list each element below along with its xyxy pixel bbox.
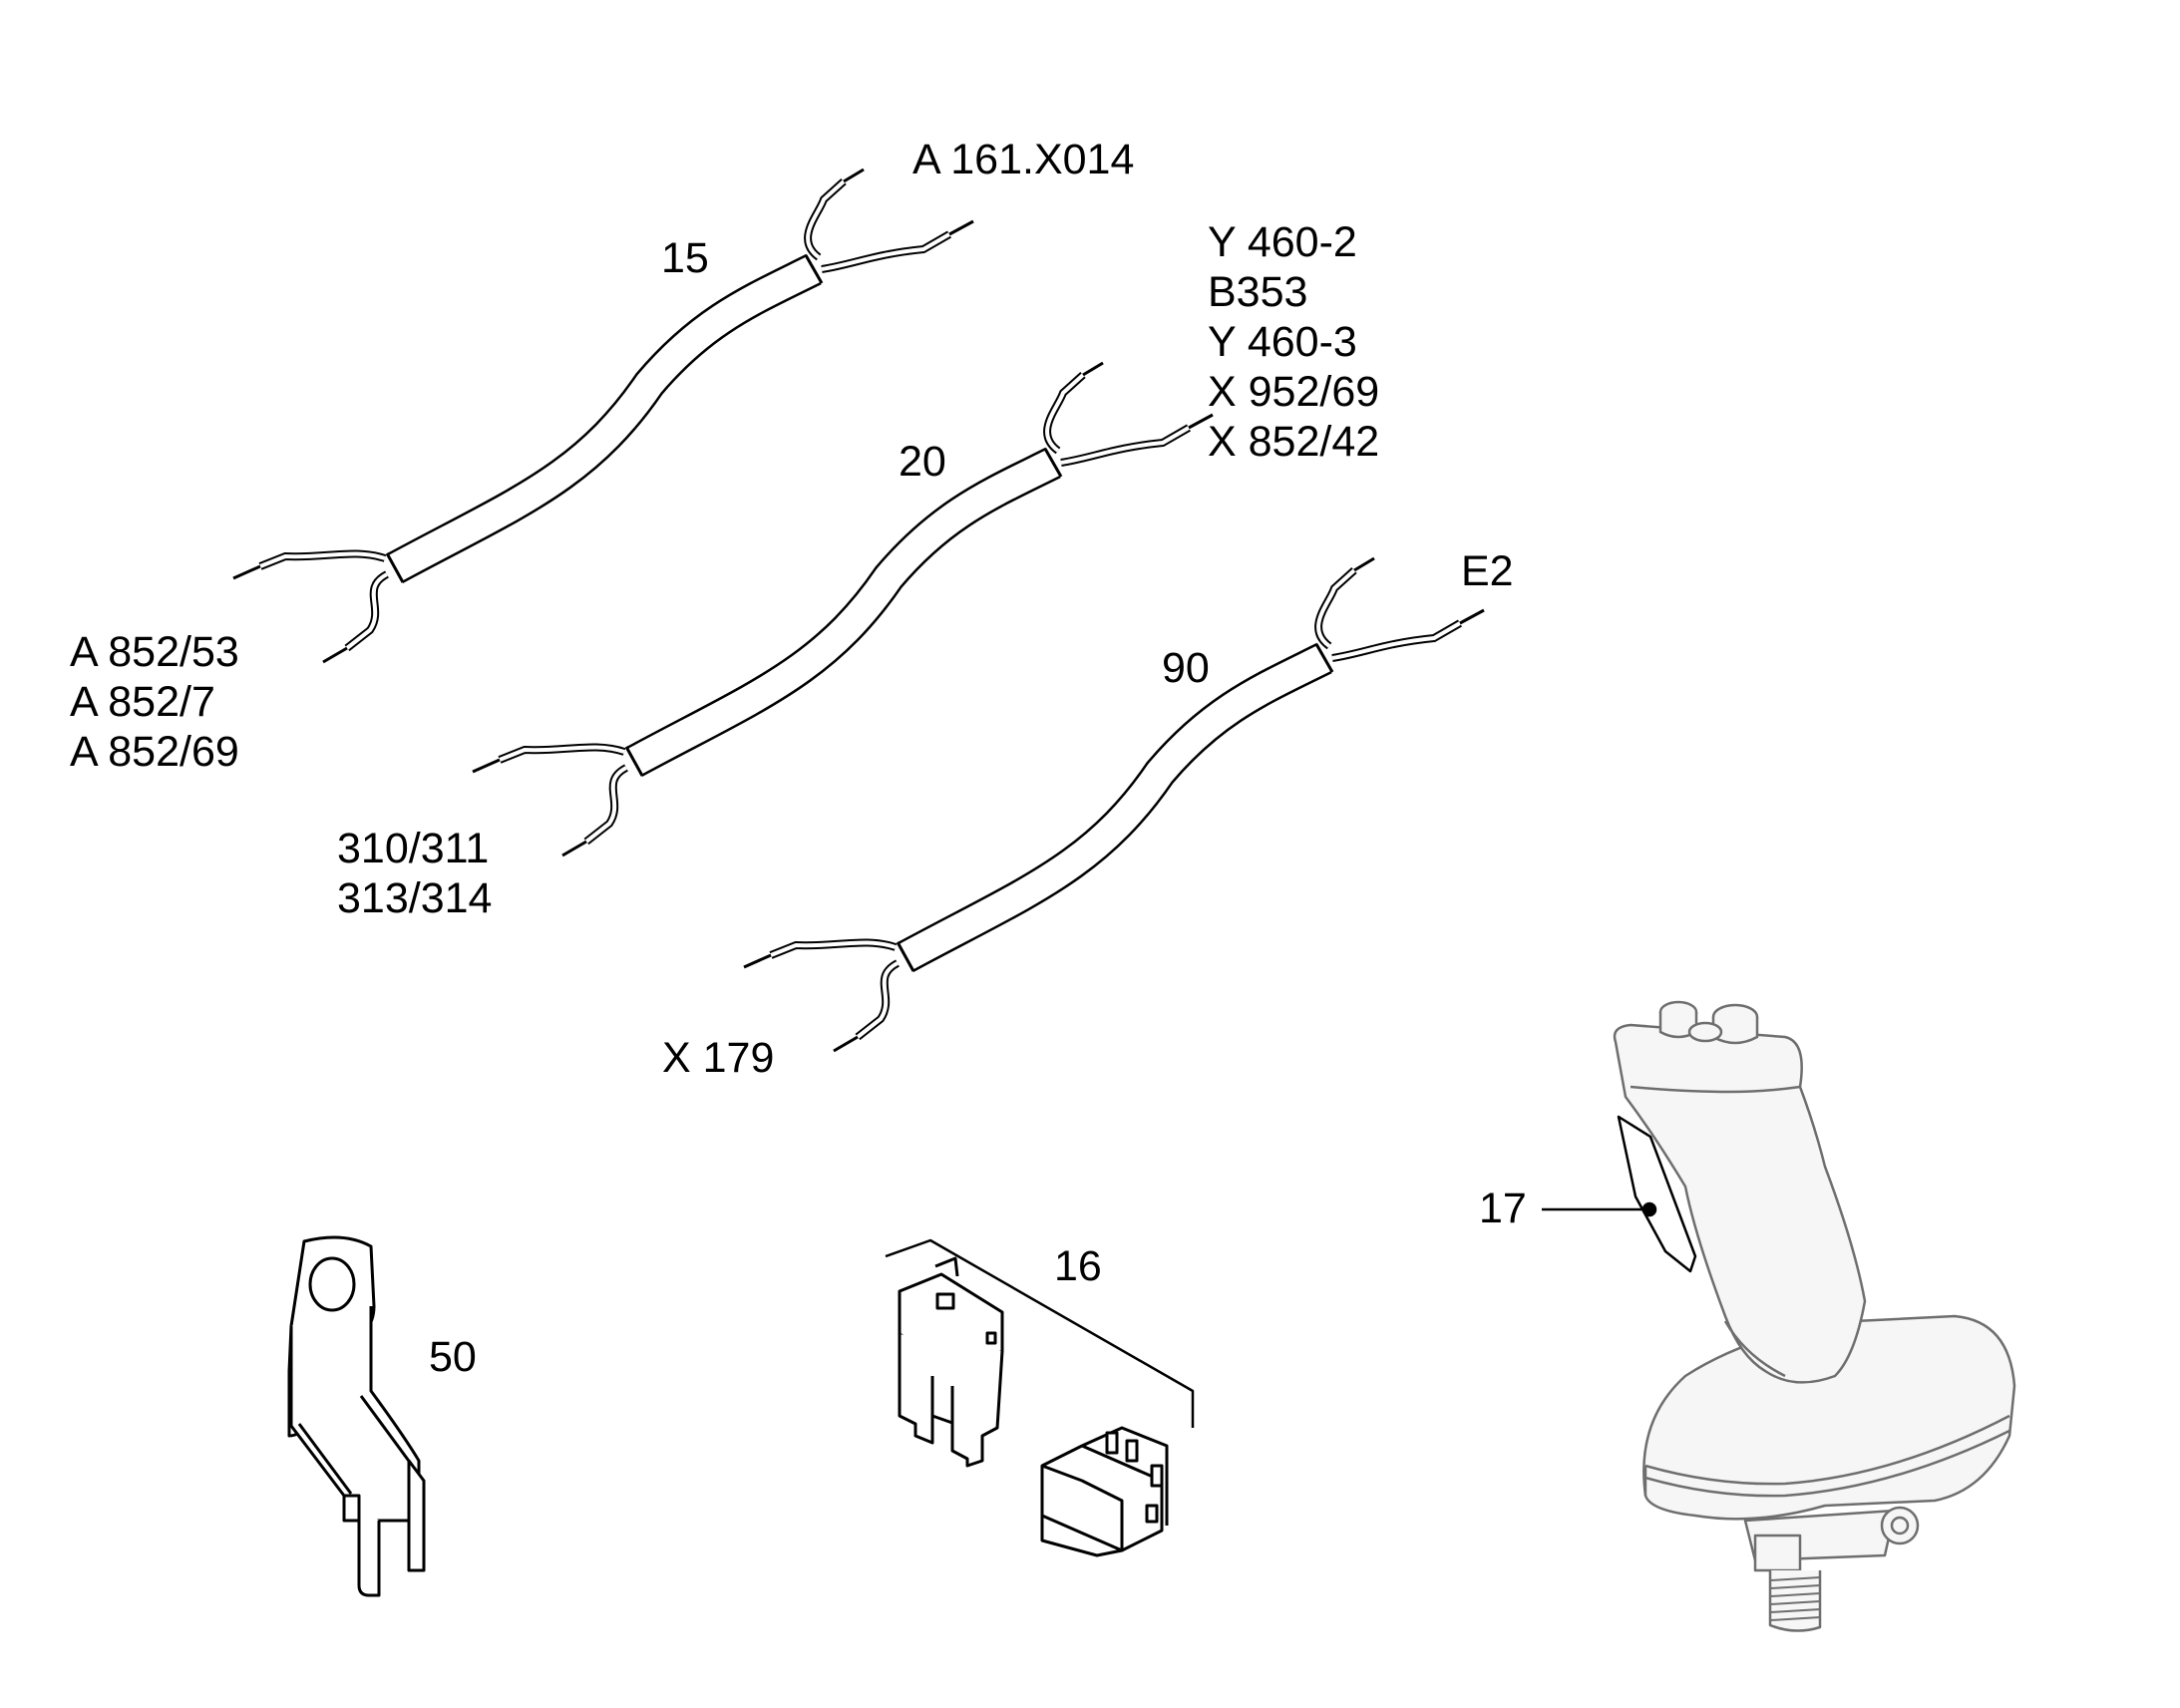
label-group-a852: A 852/53 A 852/7 A 852/69: [70, 627, 239, 777]
callout-text: A 161.X014: [912, 136, 1135, 183]
item-number-17: 17: [1479, 1185, 1527, 1232]
joystick-17: [1613, 1000, 2016, 1632]
callout-text: A 852/69: [70, 728, 239, 776]
item-number-90: 90: [1162, 644, 1210, 692]
callout-text: X 852/42: [1208, 418, 1380, 466]
label-a161-x014: A 161.X014: [912, 135, 1134, 184]
label-x179: X 179: [662, 1034, 775, 1082]
item-number-16: 16: [1054, 1242, 1102, 1290]
callout-text: Y 460-3: [1208, 318, 1357, 366]
fuse-kit-16: [885, 1238, 1195, 1557]
item-number-50: 50: [429, 1333, 477, 1381]
callout-text: 313/314: [337, 874, 493, 922]
callout-text: B353: [1208, 268, 1308, 316]
bracket-50: [287, 1235, 426, 1597]
item-number-15: 15: [661, 234, 709, 282]
callout-text: A 852/7: [70, 678, 215, 726]
callout-text: X 952/69: [1208, 368, 1380, 416]
item-number-20: 20: [899, 438, 946, 486]
label-group-y460: Y 460-2 B353 Y 460-3 X 952/69 X 852/42: [1208, 217, 1379, 467]
callout-text: 310/311: [337, 825, 490, 872]
label-e2: E2: [1461, 547, 1514, 595]
label-group-310: 310/311 313/314: [337, 824, 492, 923]
callout-text: Y 460-2: [1208, 218, 1357, 266]
callout-text: A 852/53: [70, 628, 239, 676]
